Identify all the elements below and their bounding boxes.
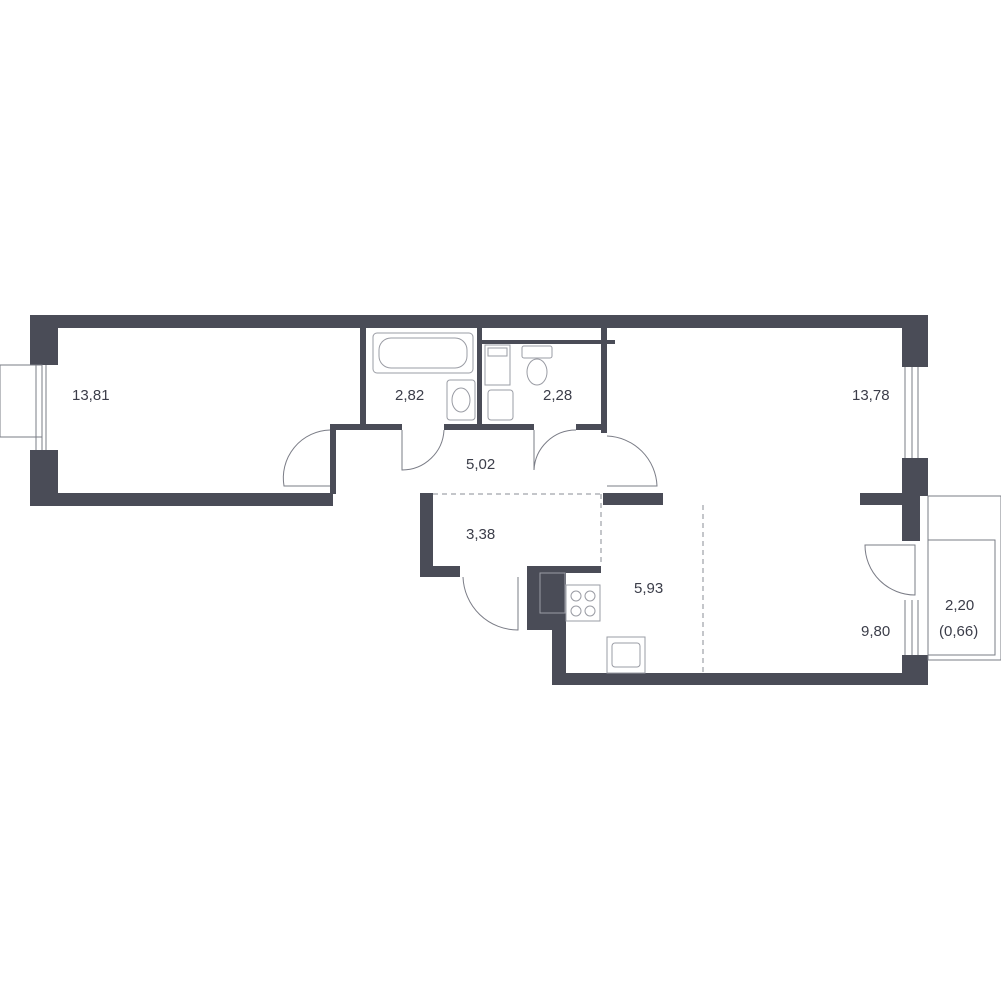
area-label-balcony: 2,20	[945, 597, 974, 614]
sink-icon	[446, 379, 476, 421]
area-label-entry: 3,38	[466, 526, 495, 543]
windows	[0, 364, 919, 655]
stove-icon	[565, 584, 601, 622]
toilet-icon	[521, 345, 553, 359]
area-label-living-kitchen-zone: 9,80	[861, 623, 890, 640]
area-label-kitchen: 5,93	[634, 580, 663, 597]
zone-separators	[433, 493, 704, 673]
area-label-toilet: 2,28	[543, 387, 572, 404]
fixtures	[372, 332, 646, 674]
bathtub-icon	[372, 332, 474, 374]
washing-machine-icon	[484, 344, 511, 386]
balcony-outline	[927, 495, 1001, 661]
area-labels: 13,81 2,82 2,28 13,78 5,02 3,38 5,93 9,8…	[72, 387, 978, 640]
area-label-bedroom-right: 13,78	[852, 387, 890, 404]
kitchen-sink-icon	[606, 636, 646, 674]
toilet-sink-icon	[487, 389, 514, 421]
walls	[30, 315, 928, 685]
fridge-icon	[539, 572, 566, 614]
area-label-hallway: 5,02	[466, 456, 495, 473]
area-label-living-room-left: 13,81	[72, 387, 110, 404]
area-label-bathroom: 2,82	[395, 387, 424, 404]
doors	[282, 429, 916, 631]
area-label-balcony-reduced: (0,66)	[939, 623, 978, 640]
